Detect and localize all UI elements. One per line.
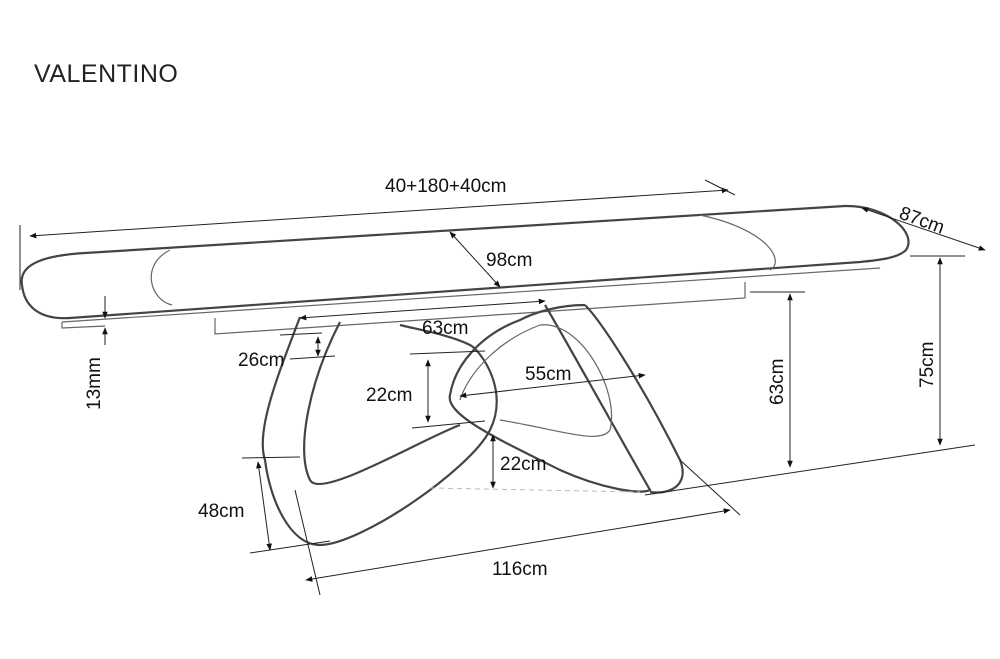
- base-length-label: 116cm: [492, 559, 548, 580]
- product-title: VALENTINO: [34, 60, 179, 88]
- base-top-width-label: 63cm: [422, 318, 468, 339]
- base-depth-label: 48cm: [198, 501, 244, 522]
- table-base: [261, 303, 684, 547]
- height-label: 75cm: [917, 342, 938, 388]
- depth-label: 87cm: [896, 203, 947, 239]
- leaf-width-label: 98cm: [486, 250, 532, 271]
- loop-width-label: 55cm: [525, 364, 571, 385]
- dimension-lines: [19, 179, 986, 596]
- length-label: 40+180+40cm: [385, 176, 507, 197]
- floor-gap-label: 22cm: [500, 454, 546, 475]
- table-top: [20, 204, 910, 335]
- apron-label: 26cm: [238, 350, 284, 371]
- base-height-label: 63cm: [767, 359, 788, 405]
- inner-loop-height-label: 22cm: [366, 385, 412, 406]
- top-thickness-label: 13mm: [84, 357, 105, 410]
